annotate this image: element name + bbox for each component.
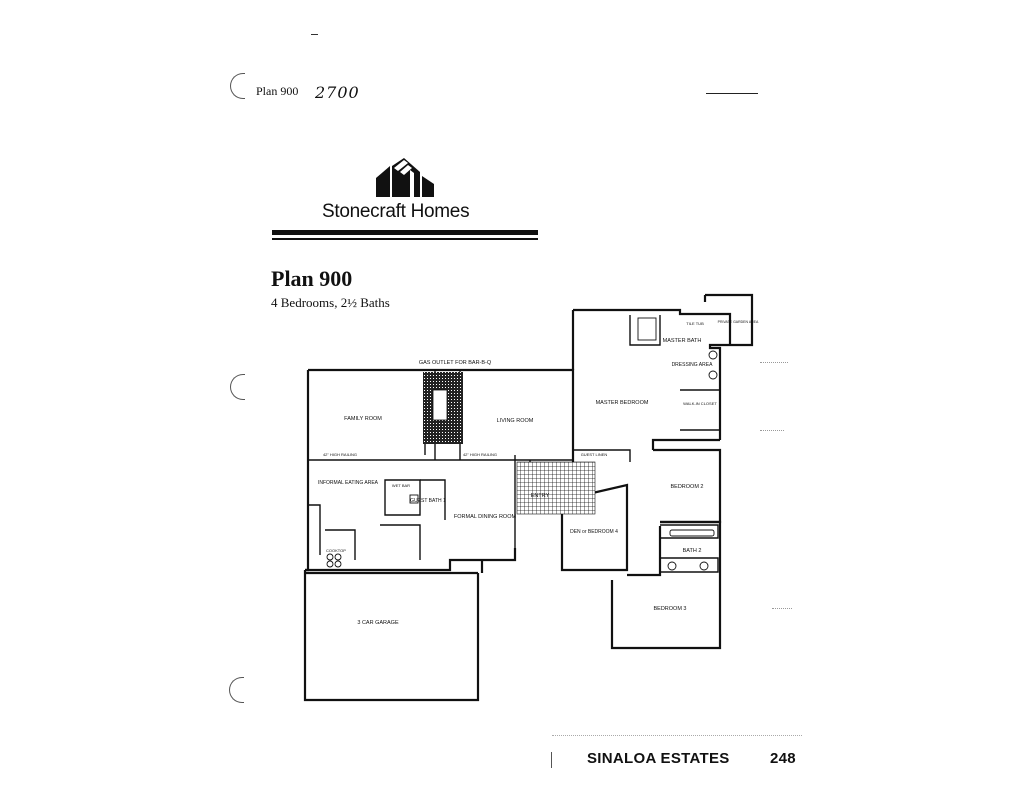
punch-hole-top [230,73,245,99]
gas-outlet-label: GAS OUTLET FOR BAR-B-Q [419,360,492,366]
handwritten-number: 2700 [315,83,360,102]
community-name: SINALOA ESTATES [587,750,730,767]
private-garden-label: PRIVATE GARDEN AREA [718,320,759,324]
plan-label: Plan 900 [256,84,299,98]
brand-name: Stonecraft Homes [322,201,470,222]
stray-mark [311,34,318,35]
garage-label: 3 CAR GARAGE [357,620,399,626]
bedroom3-label: BEDROOM 3 [653,606,686,612]
bedroom2-label: BEDROOM 2 [670,484,703,490]
brand-rule-thin [272,238,538,240]
den-label: DEN or BEDROOM 4 [570,529,618,535]
master-bath-label: MASTER BATH [663,338,702,344]
floor-plan: GAS OUTLET FOR BAR-B-Q FAMILY ROOM LIVIN… [303,293,759,702]
dressing-area-label: DRESSING AREA [672,362,714,368]
plan-title: Plan 900 [271,266,353,291]
plan-subtitle: 4 Bedrooms, 2½ Baths [271,295,390,310]
scan-mark [552,735,802,737]
living-room-label: LIVING ROOM [497,418,534,424]
page-number: 248 [770,750,796,767]
stonecraft-logo-icon [376,158,434,197]
wet-bar-label: WET BAR [392,483,410,488]
family-room-label: FAMILY ROOM [344,416,382,422]
bath2-label: BATH 2 [683,548,702,554]
brand-rule-thick [272,230,538,235]
punch-hole-bottom [229,677,244,703]
entry-label: ENTRY [531,493,550,499]
informal-eating-label: INFORMAL EATING AREA [318,480,379,486]
walk-in-closet-label: WALK-IN CLOSET [683,401,717,406]
scan-mark [760,362,788,364]
scan-mark [760,430,784,432]
cooktop-label: COOKTOP [326,548,346,553]
guest-bath-label: GUEST BATH 1 [410,498,446,504]
railing-label-2: 42" HIGH RAILING [463,452,497,457]
scan-mark [772,608,792,610]
tile-tub-label: TILE TUB [686,321,704,326]
formal-dining-label: FORMAL DINING ROOM [454,514,517,520]
stray-mark [551,752,552,768]
railing-label-1: 42" HIGH RAILING [323,452,357,457]
master-bedroom-label: MASTER BEDROOM [596,400,649,406]
guest-linen-label: GUEST LINEN [581,452,608,457]
punch-hole-middle [230,374,245,400]
header-rule [706,93,758,94]
